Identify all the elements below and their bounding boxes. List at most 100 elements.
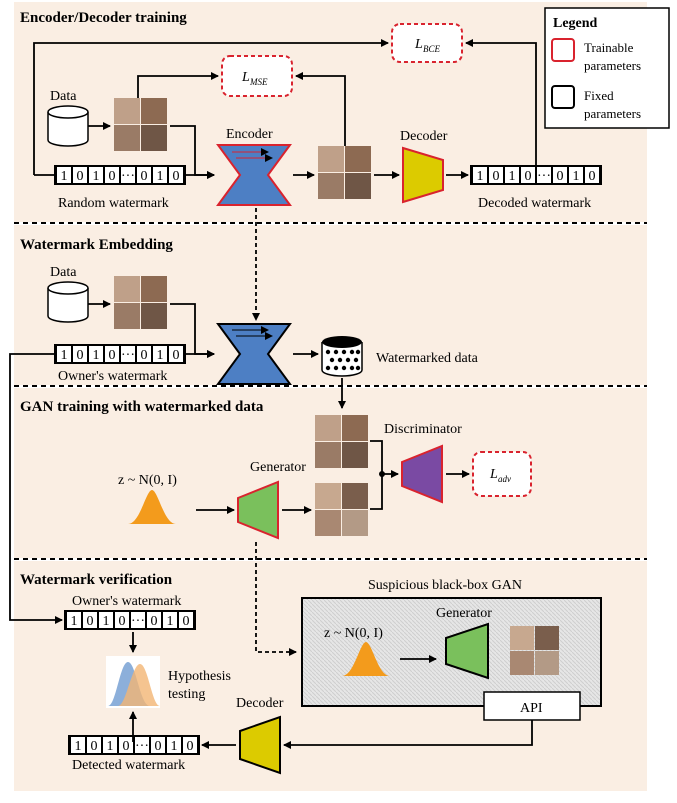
- bit-value: 1: [573, 169, 580, 184]
- bit-cell: [115, 612, 129, 628]
- bit-value: ···: [121, 169, 135, 184]
- gaussian-1: [128, 490, 176, 524]
- svg-text:parameters: parameters: [584, 106, 641, 121]
- watermarked-data-cylinder: [321, 336, 363, 377]
- bit-value: 0: [155, 739, 162, 754]
- bit-cell: [163, 612, 177, 628]
- bit-value: 0: [183, 614, 190, 629]
- bit-cell: [183, 737, 197, 753]
- bit-value: 0: [91, 739, 98, 754]
- svg-text:L: L: [241, 70, 250, 85]
- bit-value: 0: [77, 169, 84, 184]
- owners-watermark-label-2: Owner's watermark: [72, 594, 181, 609]
- bit-value: 1: [477, 169, 484, 184]
- bit-value: 0: [173, 169, 180, 184]
- section3-arrows: [196, 440, 470, 514]
- face-grid-3: [114, 276, 167, 329]
- bit-value: 1: [93, 169, 100, 184]
- bit-value: 1: [61, 169, 68, 184]
- bit-value: 1: [167, 614, 174, 629]
- bit-cell: [99, 612, 113, 628]
- svg-text:BCE: BCE: [423, 44, 441, 54]
- decoder-2: [239, 715, 281, 775]
- decoder-1: [402, 146, 444, 204]
- bit-cell: [521, 167, 535, 183]
- face-grid-1: [114, 98, 167, 151]
- suspicious-gan-label: Suspicious black-box GAN: [368, 578, 522, 593]
- legend-fixed-swatch: [551, 85, 575, 109]
- hypothesis-label-1: Hypothesis: [168, 669, 231, 684]
- bit-value: 0: [123, 739, 130, 754]
- bit-cell: [73, 167, 87, 183]
- gaussian-2: [342, 642, 390, 676]
- bit-value: 0: [87, 614, 94, 629]
- bit-value: 0: [141, 169, 148, 184]
- api-box[interactable]: API: [483, 691, 581, 721]
- encoder-label-1: Encoder: [226, 127, 273, 142]
- bit-value: 1: [509, 169, 516, 184]
- loss-adv: L adv: [472, 451, 532, 497]
- bit-value: 1: [75, 739, 82, 754]
- bit-value: 1: [157, 348, 164, 363]
- bit-value: 0: [173, 348, 180, 363]
- bit-cell: [473, 167, 487, 183]
- legend: Legend Trainable parameters Fixed parame…: [544, 7, 670, 129]
- bit-value: 0: [525, 169, 532, 184]
- bit-cell: [119, 737, 133, 753]
- discriminator: [401, 444, 443, 504]
- bit-cell: [73, 346, 87, 362]
- bit-value: 0: [187, 739, 194, 754]
- noise-formula-2: z ~ N(0, I): [324, 626, 383, 641]
- bit-value: ···: [131, 614, 145, 629]
- bit-cell: [105, 346, 119, 362]
- bit-cell: [153, 346, 167, 362]
- svg-text:L: L: [414, 37, 423, 52]
- bit-value: 1: [103, 614, 110, 629]
- section2-arrows: [88, 208, 346, 409]
- section1-arrows: [33, 39, 537, 179]
- detected-watermark-label: Detected watermark: [72, 758, 185, 773]
- bit-cell: [71, 737, 85, 753]
- bit-cell: [83, 612, 97, 628]
- bit-cell: [537, 167, 551, 183]
- data-cylinder-2: [47, 281, 89, 323]
- svg-text:L: L: [489, 467, 498, 482]
- bit-cell: [131, 612, 145, 628]
- bit-value: 1: [171, 739, 178, 754]
- bit-cell: [121, 167, 135, 183]
- bit-value: 0: [557, 169, 564, 184]
- bit-cell: [121, 346, 135, 362]
- watermarked-data-label: Watermarked data: [376, 351, 479, 366]
- bit-cell: [489, 167, 503, 183]
- face-grid-5: [315, 483, 368, 536]
- face-grid-4: [315, 415, 368, 468]
- bit-value: 1: [61, 348, 68, 363]
- bit-cell: [167, 737, 181, 753]
- face-grid-6: [510, 626, 559, 675]
- random-watermark-label: Random watermark: [58, 196, 169, 211]
- svg-text:MSE: MSE: [249, 77, 268, 87]
- generator-2: [445, 622, 489, 680]
- svg-text:Legend: Legend: [553, 16, 598, 31]
- bit-value: ···: [135, 739, 149, 754]
- owners-watermark-label-1: Owner's watermark: [58, 369, 167, 384]
- bit-cell: [169, 346, 183, 362]
- bit-cell: [67, 612, 81, 628]
- section4-arrows: [9, 353, 533, 749]
- hypothesis-label-2: testing: [168, 687, 205, 702]
- bit-value: 0: [141, 348, 148, 363]
- legend-trainable-swatch: [551, 38, 575, 62]
- section-title-4: Watermark verification: [20, 572, 173, 588]
- bit-value: ···: [537, 169, 551, 184]
- data-label-2: Data: [50, 265, 77, 280]
- bit-cell: [169, 167, 183, 183]
- bit-value: 1: [71, 614, 78, 629]
- merge-dot: [379, 471, 385, 477]
- encoder-2: [216, 323, 292, 385]
- bit-cell: [89, 167, 103, 183]
- bit-cell: [103, 737, 117, 753]
